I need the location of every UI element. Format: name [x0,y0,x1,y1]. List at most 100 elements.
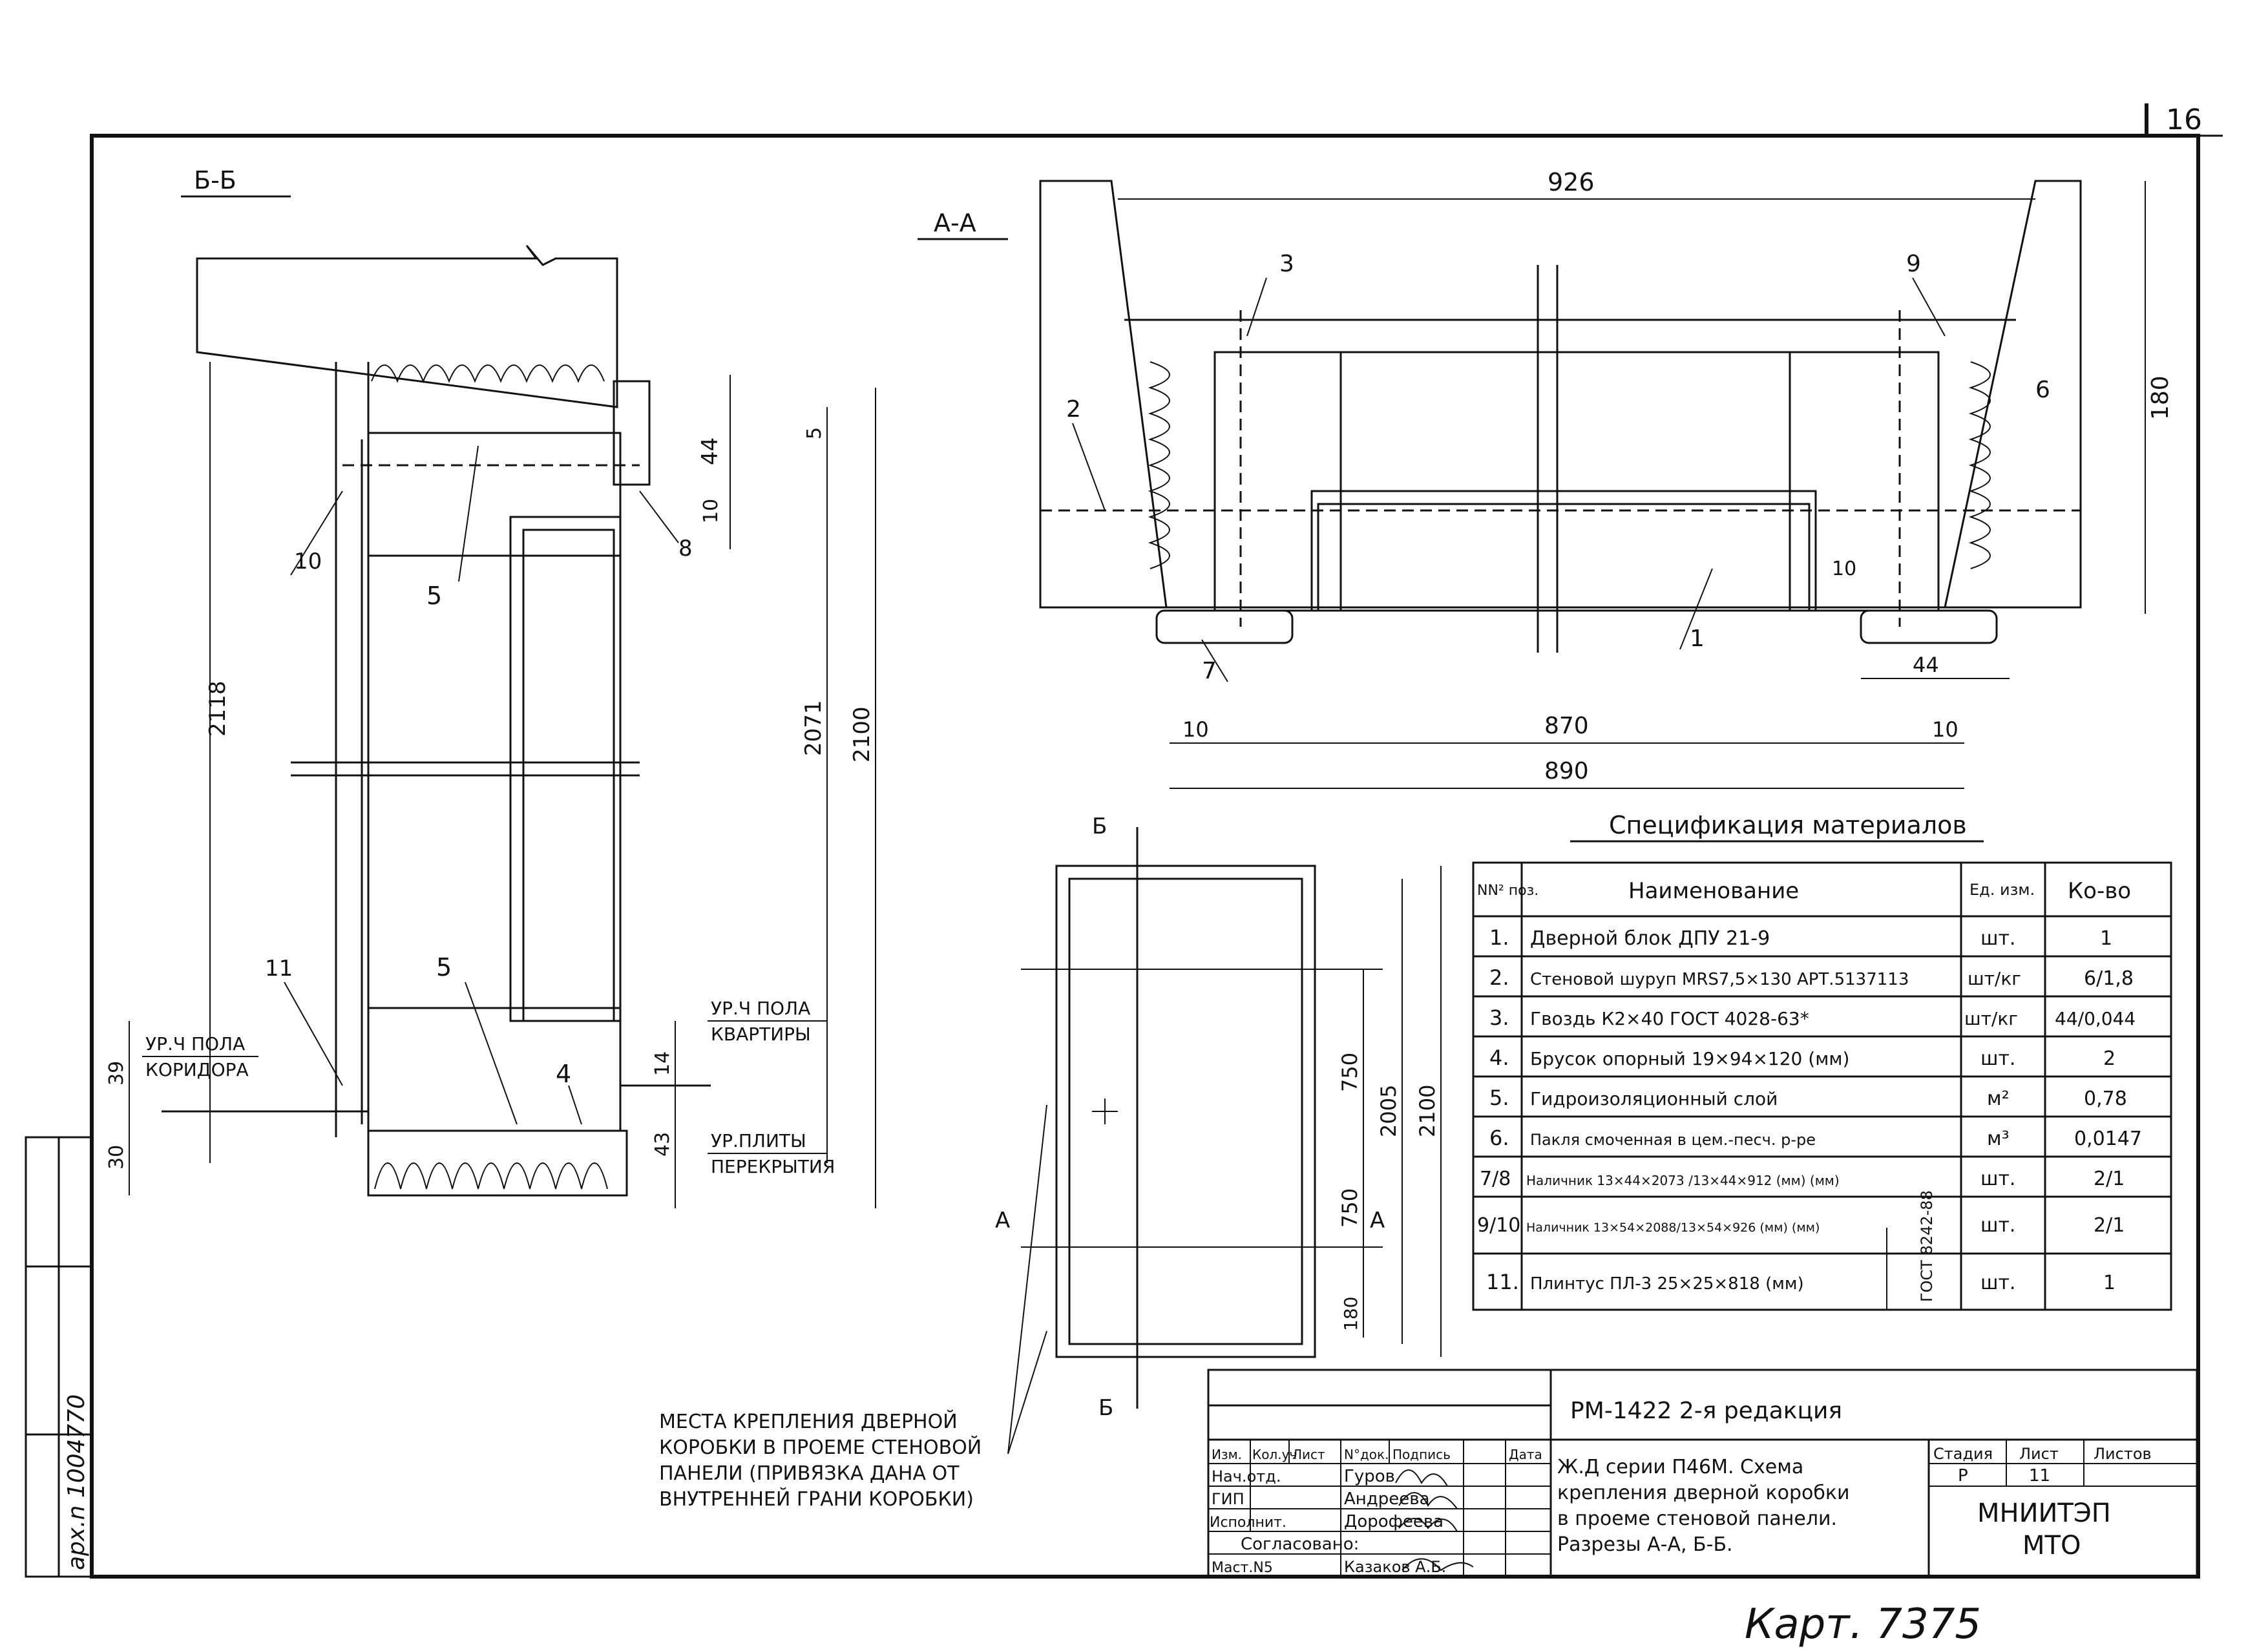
tb-org-1: МНИИТЭП [1977,1498,2111,1528]
spec-r7-unit: шт. [1980,1168,2015,1190]
level-apartment-1: УР.Ч ПОЛА [711,998,810,1019]
spec-table: Спецификация материалов NN² поз. Наимено… [1472,811,2172,1311]
dim-44: 44 [697,437,723,465]
mark-b-top: Б [1092,814,1107,839]
spec-r4-name: Брусок опорный 19×94×120 (мм) [1530,1048,1849,1069]
callout-6: 6 [2035,377,2050,403]
spec-r9-name: Плинтус ПЛ-3 25×25×818 (мм) [1530,1274,1804,1294]
dim-2100: 2100 [1415,1085,1440,1137]
dim-10: 10 [700,499,722,523]
tb-sheets-h: Листов [2094,1445,2152,1463]
spec-r9-pos: 11. [1486,1270,1519,1294]
spec-r2-qty: 6/1,8 [2084,967,2134,990]
tb-hdr-doc: N°док. [1344,1447,1389,1462]
spec-r4-pos: 4. [1489,1045,1509,1070]
title-block: РМ-1422 2-я редакция Изм. Кол.уч Лист N°… [1207,1369,2198,1578]
dim-30: 30 [105,1145,128,1170]
spec-r3-pos: 3. [1489,1005,1509,1030]
note-line-3: ПАНЕЛИ (ПРИВЯЗКА ДАНА ОТ [659,1462,960,1485]
dim-10-right: 10 [1932,717,1958,742]
tb-hdr-kol: Кол.уч [1252,1447,1297,1462]
dim-180-bottom: 180 [1340,1297,1361,1331]
spec-r1-name: Дверной блок ДПУ 21-9 [1530,927,1770,950]
level-slab-2: ПЕРЕКРЫТИЯ [711,1156,835,1177]
dim-10-inner: 10 [1832,558,1856,580]
insulation-hatch-top [371,364,605,383]
insulation-hatch-left [1148,361,1170,569]
spec-r9-qty: 1 [2103,1272,2116,1294]
archive-note: арх.n 1004770 [63,1394,90,1570]
mounting-note: МЕСТА КРЕПЛЕНИЯ ДВЕРНОЙ КОРОБКИ В ПРОЕМЕ… [659,1104,1047,1511]
spec-r6-qty: 0,0147 [2074,1128,2142,1150]
spec-r6-pos: 6. [1489,1126,1509,1150]
mark-b-bottom: Б [1098,1395,1113,1421]
doc-code: РМ-1422 2-я редакция [1570,1398,1842,1424]
dim-750-bottom: 750 [1338,1188,1362,1228]
tb-agreed-role: Маст.N5 [1212,1560,1273,1576]
spec-h-qty: Ко-во [2068,878,2131,904]
callout-9: 9 [1906,251,1921,277]
insulation-hatch-right [1968,361,1991,569]
spec-r6-unit: м³ [1987,1128,2010,1150]
spec-r3-qty: 44/0,044 [2055,1008,2136,1029]
tb-hdr-sign: Подпись [1392,1447,1451,1462]
tb-hdr-izm: Изм. [1212,1447,1242,1462]
spec-r5-qty: 0,78 [2084,1087,2127,1110]
spec-title: Спецификация материалов [1609,811,1967,839]
spec-r2-pos: 2. [1489,965,1509,990]
level-corridor-1: УР.Ч ПОЛА [145,1033,245,1055]
tb-org-2: МТО [2022,1531,2081,1560]
dim-44: 44 [1913,653,1939,677]
callout-2: 2 [1066,396,1081,423]
dim-870: 870 [1544,713,1589,739]
callout-5a: 5 [426,582,442,610]
spec-r8-unit: шт. [1980,1214,2015,1237]
spec-h-name: Наименование [1628,878,1799,904]
dim-750-top: 750 [1338,1053,1362,1092]
dim-180: 180 [2147,375,2174,420]
dim-2118: 2118 [205,680,231,737]
tb-name-1: Гуров [1344,1467,1395,1486]
spec-r7-qty: 2/1 [2094,1168,2125,1190]
dim-2071: 2071 [801,700,826,756]
spec-r8-name: Наличник 13×54×2088/13×54×926 (мм) (мм) [1526,1221,1820,1235]
sheet-frame [90,134,2200,1579]
spec-r5-name: Гидроизоляционный слой [1530,1088,1778,1109]
spec-r5-unit: м² [1987,1087,2010,1110]
tb-hdr-list: Лист [1292,1447,1325,1462]
tb-title-1: Ж.Д серии П46М. Схема [1557,1456,1803,1478]
spec-r4-unit: шт. [1980,1047,2015,1070]
spec-r2-unit: шт/кг [1968,968,2021,989]
insulation-hatch-bottom [374,1162,608,1190]
dim-2100: 2100 [849,706,875,762]
spec-r3-unit: шт/кг [1964,1008,2018,1029]
spec-r8-qty: 2/1 [2094,1214,2125,1237]
tb-title-2: крепления дверной коробки [1557,1482,1849,1504]
spec-r2-name: Стеновой шуруп MRS7,5×130 АРТ.5137113 [1530,970,1909,989]
mark-a-left: А [995,1208,1010,1234]
signature-marks [1395,1469,1474,1571]
handwritten-card: Карт. 7375 [1745,1601,1981,1648]
dim-39: 39 [105,1061,128,1086]
dim-926: 926 [1548,168,1595,196]
tb-name-2: Андреева [1344,1489,1430,1509]
tb-sheet-h: Лист [2019,1445,2059,1463]
note-line-1: МЕСТА КРЕПЛЕНИЯ ДВЕРНОЙ [659,1410,958,1433]
tb-name-3: Дорофеева [1344,1512,1444,1531]
level-apartment-2: КВАРТИРЫ [711,1024,811,1045]
callout-1: 1 [1690,625,1705,652]
callout-4: 4 [556,1060,571,1088]
section-aa-title: А-А [934,209,976,237]
dim-10-left: 10 [1182,717,1209,742]
dim-890: 890 [1544,758,1589,784]
note-line-4: ВНУТРЕННЕЙ ГРАНИ КОРОБКИ) [659,1487,974,1511]
tb-stage-h: Стадия [1933,1445,1993,1463]
dim-2005: 2005 [1376,1085,1401,1137]
tb-role-3: Исполнит. [1210,1515,1286,1531]
mark-a-right: А [1370,1208,1385,1234]
dim-43: 43 [651,1132,674,1157]
spec-r3-name: Гвоздь К2×40 ГОСТ 4028-63* [1530,1008,1809,1029]
spec-r7-name: Наличник 13×44×2073 /13×44×912 (мм) (мм) [1526,1173,1840,1188]
tb-title-4: Разрезы А-А, Б-Б. [1557,1533,1733,1556]
